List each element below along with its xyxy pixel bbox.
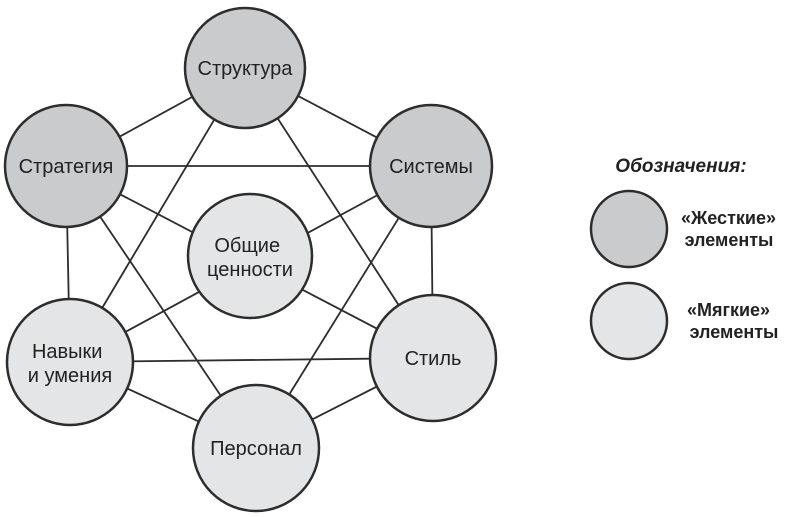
node-shared-values: Общие ценности [186, 192, 314, 320]
node-circle-strategy [3, 103, 129, 229]
node-strategy: Стратегия [3, 103, 129, 229]
node-label-structure: Структура [198, 58, 294, 80]
node-circle-skills [5, 297, 135, 427]
node-label-strategy: Стратегия [19, 156, 114, 178]
node-label-systems: Системы [389, 156, 473, 178]
node-label-shared-values: Общие ценности [207, 235, 293, 281]
node-skills: Навыки и умения [5, 297, 135, 427]
node-staff: Персонал [191, 383, 321, 513]
node-label-staff: Персонал [210, 438, 302, 460]
node-structure: Структура [183, 6, 307, 130]
node-circle-style [368, 293, 498, 423]
node-circle-staff [191, 383, 321, 513]
legend-swatch-hard-icon [589, 189, 669, 269]
node-systems: Системы [368, 103, 494, 229]
node-circle-structure [183, 6, 307, 130]
legend: Обозначения: «Жесткие» элементы «Мягкие»… [589, 156, 781, 361]
node-label-style: Стиль [405, 348, 462, 370]
node-circle-systems [368, 103, 494, 229]
node-style: Стиль [368, 293, 498, 423]
legend-label-hard: «Жесткие» элементы [681, 208, 781, 250]
legend-label-soft: «Мягкие» элементы [687, 300, 778, 342]
node-circle-shared-values [186, 192, 314, 320]
node-label-skills: Навыки и умения [28, 341, 112, 387]
legend-swatch-soft-icon [589, 281, 669, 361]
legend-title: Обозначения: [615, 156, 746, 177]
